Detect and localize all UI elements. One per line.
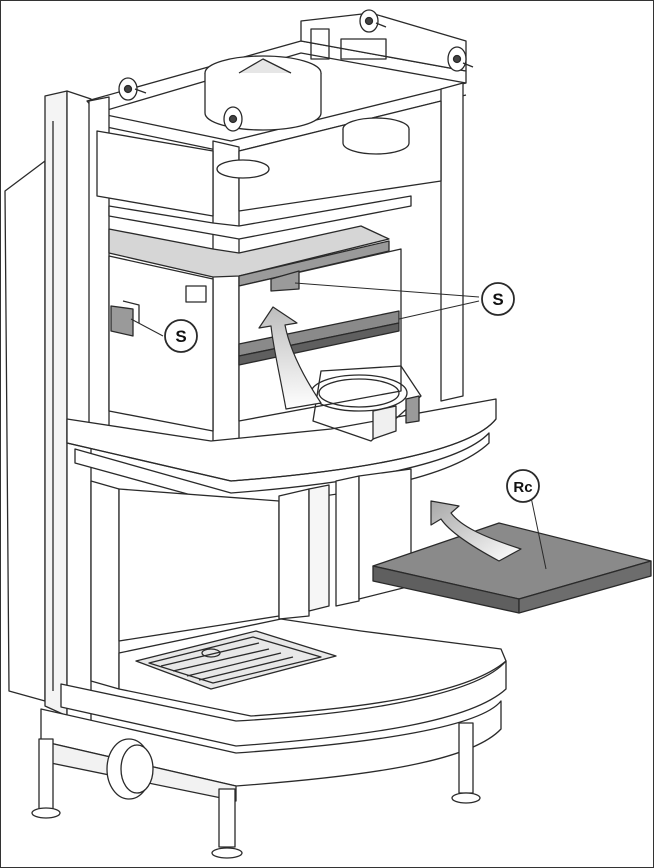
leader-line-s-right-1 — [294, 282, 480, 298]
callout-s-left: S — [164, 319, 198, 353]
pulley-wheel — [447, 46, 474, 72]
left-side-casing — [4, 90, 92, 722]
pulley-wheel — [359, 9, 387, 33]
lower-firebox — [90, 468, 412, 690]
leader-line-rc — [530, 496, 547, 570]
removable-plate-rc — [372, 522, 652, 614]
s-bracket-left — [110, 300, 140, 337]
pulley-wheels — [118, 9, 474, 132]
upper-grid-ring — [310, 365, 422, 442]
leg — [211, 788, 243, 859]
callout-s-left-label: S — [175, 327, 186, 346]
callout-rc: Rc — [506, 469, 540, 503]
callout-rc-label: Rc — [513, 479, 532, 496]
baffle-plates — [108, 195, 412, 432]
upward-arrow-plate — [430, 500, 522, 562]
leg — [31, 738, 61, 819]
leader-line-s-right-2 — [398, 300, 480, 320]
upward-arrow-upper — [258, 306, 322, 410]
ash-grate — [118, 618, 507, 717]
leg — [451, 722, 481, 804]
blower-fan — [106, 738, 154, 800]
callout-s-right: S — [481, 282, 515, 316]
callout-s-right-label: S — [492, 290, 503, 309]
pulley-wheel — [223, 106, 243, 132]
leader-line-s-left — [130, 318, 164, 337]
pulley-wheel — [118, 77, 147, 101]
legs — [31, 722, 481, 859]
s-bracket-right — [270, 270, 300, 292]
